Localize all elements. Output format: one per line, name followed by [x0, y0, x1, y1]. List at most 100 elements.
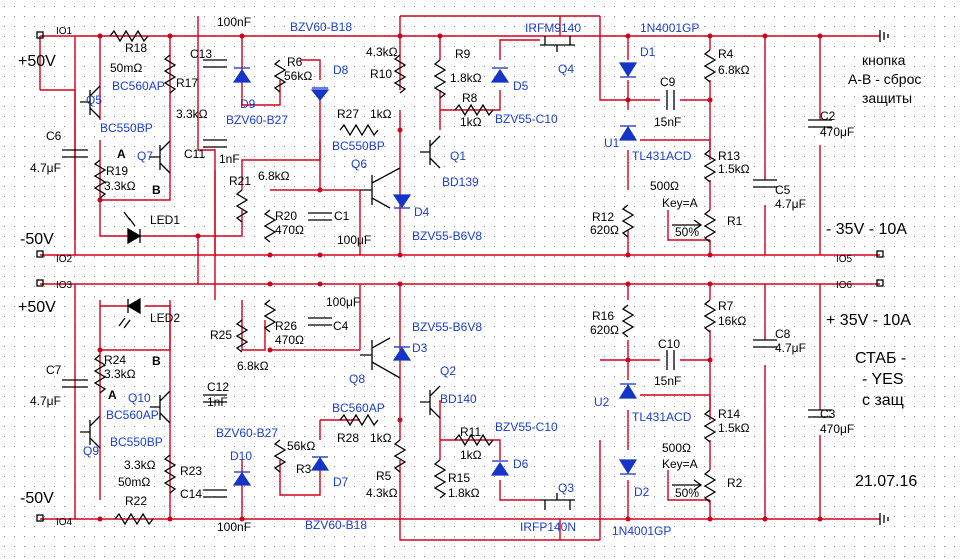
r19-symbol [93, 159, 107, 199]
u1-symbol [618, 125, 638, 141]
label-bottom-q2: Q2 [440, 364, 456, 378]
label-bottom-q9_type: BC550BP [110, 435, 163, 449]
label-top-r1_key: Key=A [662, 196, 698, 210]
label-top-r18_val: 50mΩ [110, 61, 142, 75]
terminal-io6 [876, 279, 884, 287]
label-top-q6: Q6 [351, 157, 367, 171]
q6-symbol [360, 167, 401, 209]
r2-symbol [703, 469, 717, 503]
label-io5: IO5 [836, 254, 853, 265]
led1-symbol [127, 227, 142, 245]
r20-symbol [263, 209, 277, 243]
q8-symbol [360, 337, 401, 379]
label-top-q1: Q1 [450, 149, 466, 163]
label-top-q1_type: BD139 [442, 175, 479, 189]
led1-rays [123, 211, 136, 227]
label-io3: IO3 [56, 280, 73, 291]
c13-symbol [203, 59, 227, 68]
label-bottom-d7_type: BZV60-B18 [305, 518, 367, 532]
label-top-r4_val: 6.8kΩ [718, 63, 750, 77]
label-bottom-d3_type: BZV55-B6V8 [412, 320, 482, 334]
c7-symbol [62, 379, 88, 388]
label-top-d8: D8 [333, 63, 349, 77]
ground-top [879, 30, 889, 42]
label-bottom-q8_type: BC560AP [332, 401, 385, 415]
label-bottom-d7: D7 [333, 475, 349, 489]
label-top-r27: R27 [337, 107, 359, 121]
d7-symbol [310, 456, 330, 471]
label-bottom-b: B [152, 354, 161, 368]
label-top-q4: Q4 [558, 62, 574, 76]
label-bottom-c4: C4 [333, 319, 349, 333]
c2-symbol [808, 119, 832, 128]
label-top-q5: Q5 [86, 93, 102, 107]
label-top-r21: R21 [229, 174, 251, 188]
r1-symbol [703, 209, 717, 243]
note-button-1: кнопка [862, 52, 906, 68]
label-bottom-r5: R5 [376, 469, 392, 483]
label-bottom-r5_val: 4.3kΩ [366, 486, 398, 500]
label-top-q5_type: BC560AP [112, 79, 165, 93]
label-bottom-r24: R24 [104, 353, 126, 367]
c12-symbol [203, 394, 227, 403]
r4-symbol [703, 49, 717, 83]
label-bottom-r2_val: 500Ω [662, 441, 691, 455]
label-bottom-r16_val: 620Ω [590, 323, 619, 337]
q3-symbol [540, 493, 575, 510]
note-stab-3: с защ [862, 392, 904, 409]
label-io1: IO1 [56, 26, 73, 37]
label-bottom-r24_val: 3.3kΩ [104, 367, 136, 381]
label-top-r17_val: 3.3kΩ [176, 107, 208, 121]
label-bottom-r11_val: 1kΩ [460, 448, 482, 462]
label-top-d9: D9 [240, 97, 256, 111]
label-bottom-r25_val: 6.8kΩ [237, 359, 269, 373]
terminal-io3 [36, 279, 44, 287]
label-pos50-top: +50V [18, 53, 56, 70]
r2-wiper [672, 479, 703, 491]
label-top-r6: R6 [287, 55, 303, 69]
label-top-led1: LED1 [150, 213, 180, 227]
label-top-c11: C11 [184, 147, 205, 161]
r8-symbol [454, 103, 494, 117]
label-top-d5_type: BZV55-C10 [495, 112, 558, 126]
label-top-r18: R18 [125, 41, 147, 55]
label-top-r27_val: 1kΩ [370, 107, 392, 121]
ground-bottom [879, 513, 889, 525]
label-top-c9: C9 [660, 75, 676, 89]
label-bottom-a: A [108, 388, 117, 402]
r5-symbol [393, 439, 407, 473]
terminal-io1 [36, 31, 44, 39]
label-top-r20_val: 470Ω [275, 223, 304, 237]
label-top-d9_type: BZV60-B27 [226, 113, 288, 127]
label-top-c13_val: 100nF [217, 15, 251, 29]
r12-symbol [621, 204, 635, 238]
label-bottom-c4_val: 100μF [326, 295, 360, 309]
note-out-neg: - 35V - 10A [826, 221, 907, 238]
label-bottom-r22_val: 50mΩ [118, 475, 150, 489]
r1-wiper [672, 219, 703, 231]
r24-symbol [93, 354, 107, 394]
q9-symbol [80, 415, 101, 449]
r28-symbol [339, 413, 379, 427]
label-top-c9_val: 15nF [654, 115, 681, 129]
r18-symbol [109, 29, 149, 43]
r15-symbol [433, 459, 447, 499]
label-bottom-c10: C10 [658, 337, 680, 351]
label-bottom-r2: R2 [727, 476, 743, 490]
c10-symbol [666, 350, 675, 370]
label-top-r10_val: 4.3kΩ [366, 45, 398, 59]
label-bottom-c7_val: 4.7μF [30, 394, 61, 408]
r21-symbol [235, 189, 249, 223]
label-top-d5: D5 [513, 79, 529, 93]
d10-symbol [232, 471, 252, 486]
r26-symbol [263, 299, 277, 333]
label-bottom-q3_type: IRFP140N [520, 520, 576, 534]
label-bottom-d10: D10 [230, 449, 252, 463]
label-bottom-q9: Q9 [83, 444, 99, 458]
led2-symbol [126, 297, 141, 315]
label-top-r6_val: 56kΩ [284, 69, 312, 83]
label-top-d8_type: BZV60-B18 [290, 20, 352, 34]
label-top-u1: U1 [604, 136, 620, 150]
